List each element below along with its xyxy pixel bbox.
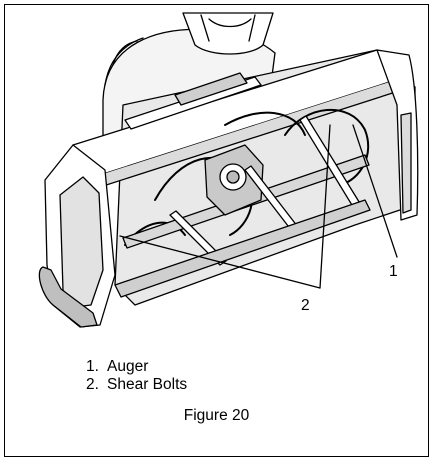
legend-text: Auger [107,358,149,375]
leader-1 [352,124,398,258]
legend-item: 2. Shear Bolts [86,376,187,394]
legend-item: 1. Auger [86,358,187,376]
leader-2b [319,124,331,289]
discharge-chute [182,12,274,55]
figure-frame: 1 2 1. Auger 2. Shear Bolts Figure 20 [4,4,429,457]
legend-number: 2. [86,376,99,393]
scraper-bar [114,199,371,298]
legend-text: Shear Bolts [107,376,188,393]
left-skid [38,266,98,328]
legend: 1. Auger 2. Shear Bolts [86,358,187,394]
callout-1: 1 [389,263,398,280]
figure-caption: Figure 20 [183,407,250,424]
legend-number: 1. [86,358,99,375]
leader-2a [119,235,321,289]
callout-2: 2 [301,297,310,314]
auger-assembly-drawing [38,12,419,328]
